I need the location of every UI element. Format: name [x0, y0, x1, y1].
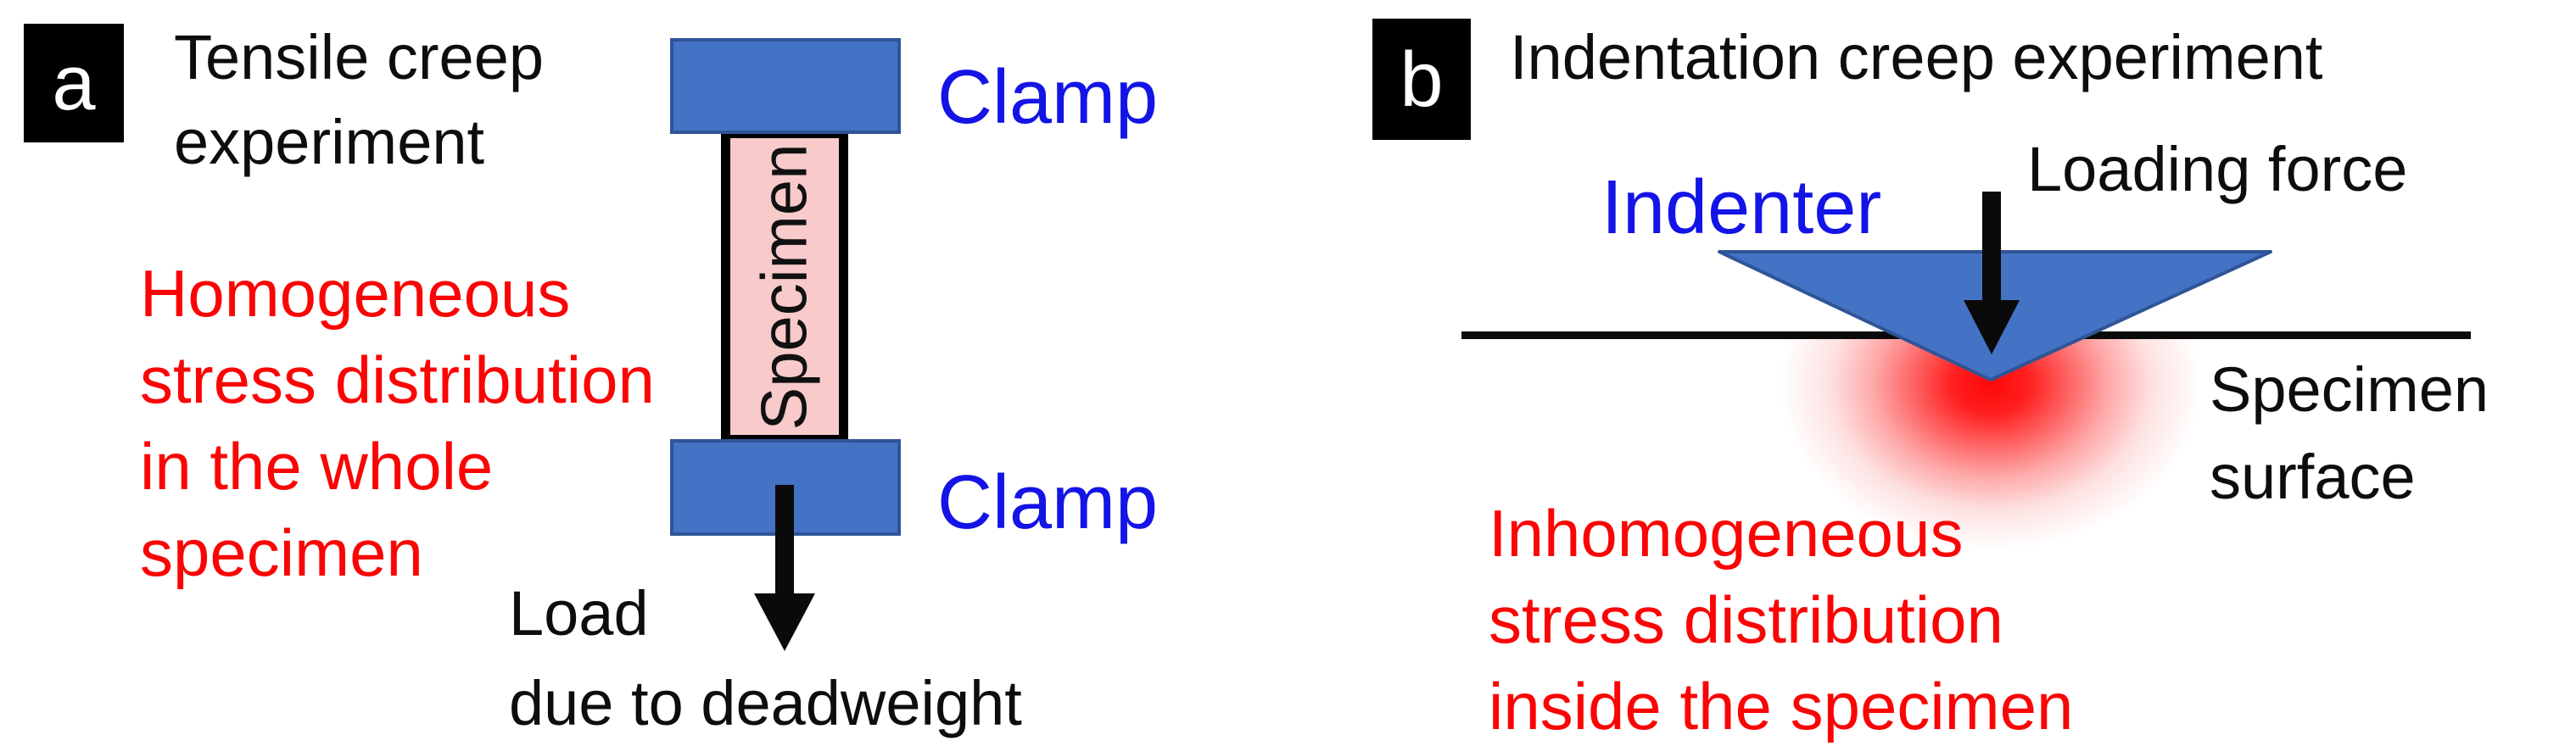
clamp-bottom-shape — [670, 439, 901, 536]
clamp-bottom-label: Clamp — [937, 460, 1159, 545]
specimen-surface-line — [1461, 331, 2471, 339]
specimen-surface-label: Specimen surface — [2210, 346, 2489, 521]
load-label-line1: Load — [509, 578, 649, 649]
panel-a-title-line2: experiment — [174, 106, 485, 177]
specimen-bar: Specimen — [721, 129, 848, 444]
indenter-label: Indenter — [1601, 165, 1882, 250]
panel-b-tag-box: b — [1372, 19, 1471, 140]
specimen-bar-label: Specimen — [748, 143, 821, 430]
specimen-surface-label-line2: surface — [2210, 442, 2416, 512]
panel-a-red-note: Homogeneous stress distribution in the w… — [140, 250, 655, 596]
red-note-line: Inhomogeneous — [1489, 496, 1964, 571]
panel-a-title-line1: Tensile creep — [174, 22, 545, 92]
specimen-surface-label-line1: Specimen — [2210, 354, 2489, 425]
load-label-line2: due to deadweight — [509, 668, 1022, 738]
loading-force-arrow-icon — [1964, 192, 2020, 354]
panel-a-tag-box: a — [24, 24, 124, 142]
panel-b-red-note: Inhomogeneous stress distribution inside… — [1489, 490, 2073, 746]
red-note-line: Homogeneous — [140, 256, 571, 331]
panel-b-tag-letter: b — [1400, 36, 1444, 123]
stress-field-glow — [1696, 337, 2285, 616]
panel-a-title: Tensile creep experiment — [174, 15, 544, 185]
clamp-top-label: Clamp — [937, 55, 1159, 140]
red-note-line: stress distribution — [140, 342, 655, 417]
panel-b-title: Indentation creep experiment — [1510, 22, 2323, 92]
clamp-top-shape — [670, 38, 901, 134]
panel-a-tag-letter: a — [52, 40, 96, 126]
red-note-line: in the whole — [140, 429, 494, 504]
red-note-line: stress distribution — [1489, 582, 2003, 657]
red-note-line: inside the specimen — [1489, 669, 2074, 743]
red-note-line: specimen — [140, 515, 423, 590]
loading-force-label: Loading force — [2027, 134, 2408, 204]
